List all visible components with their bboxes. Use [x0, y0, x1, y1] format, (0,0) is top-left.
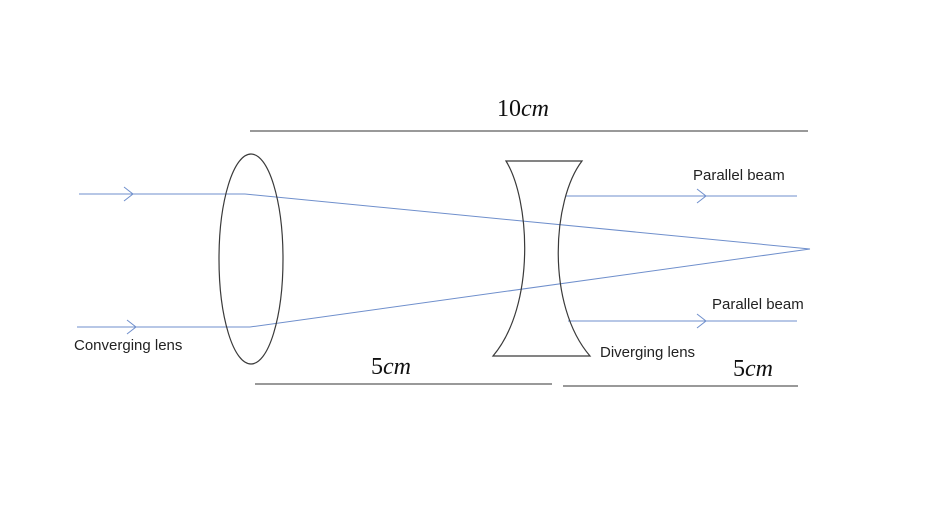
arrow-head-incoming-bottom: [126, 319, 137, 335]
arrow-head-parallel-top: [696, 188, 707, 204]
arrow-head-parallel-bottom: [696, 313, 707, 329]
dimension-right-number: 5: [733, 356, 745, 382]
dimension-label-total: 10cm: [497, 96, 549, 122]
converging-lens-label: Converging lens: [74, 337, 182, 354]
converging-lens: [218, 153, 284, 365]
dimension-left-number: 5: [371, 354, 383, 380]
diverging-lens-label: Diverging lens: [600, 344, 695, 361]
parallel-beam-label-top: Parallel beam: [693, 167, 785, 184]
diverging-lens: [491, 160, 592, 357]
converging-ray-bottom: [249, 248, 811, 328]
parallel-beam-label-bottom: Parallel beam: [712, 296, 804, 313]
dimension-left-unit: cm: [383, 354, 411, 380]
dimension-label-right: 5cm: [733, 356, 773, 382]
dimension-label-left: 5cm: [371, 354, 411, 380]
arrow-head-incoming-top: [123, 186, 134, 202]
dimension-total-unit: cm: [521, 96, 549, 122]
dimension-right-unit: cm: [745, 356, 773, 382]
converging-ray-top: [244, 193, 811, 250]
dimension-total-number: 10: [497, 96, 521, 122]
